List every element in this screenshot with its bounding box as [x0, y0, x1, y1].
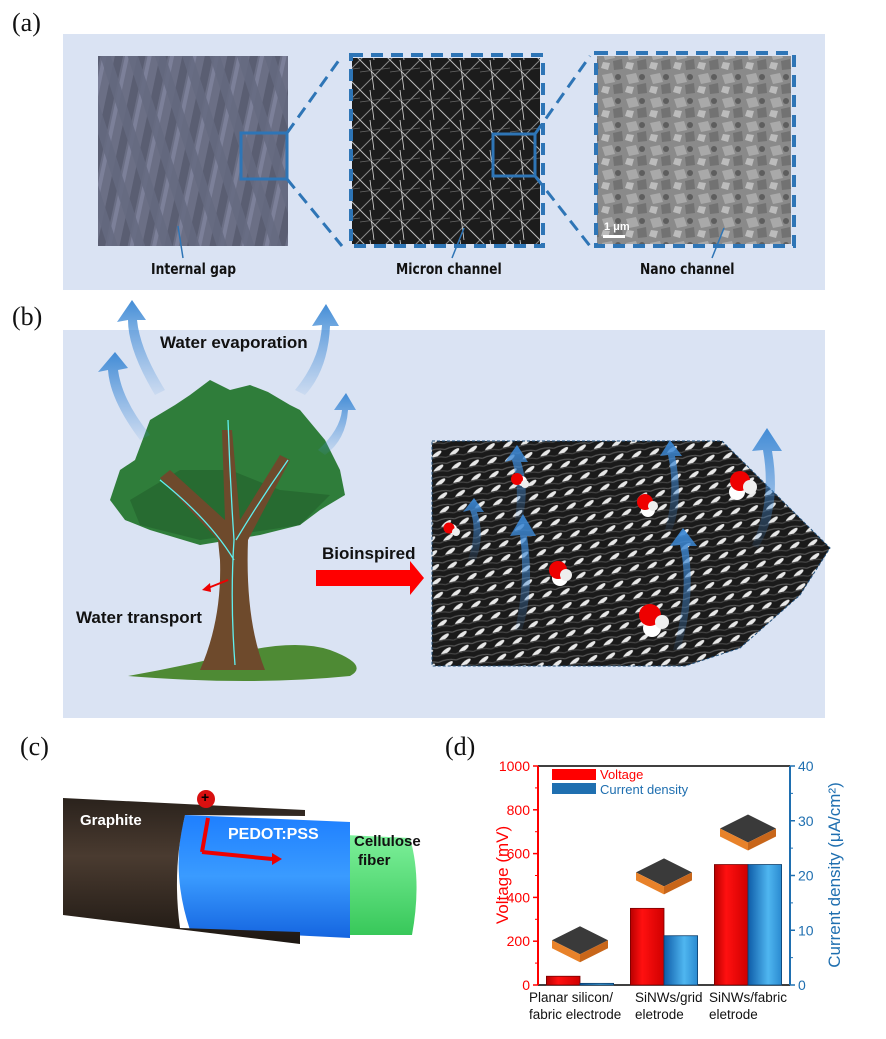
y-tick-label-left: 600 — [507, 846, 531, 862]
y-tick-label-left: 200 — [507, 933, 531, 949]
bar-voltage — [546, 975, 581, 986]
water-molecules — [443, 471, 757, 637]
micron-channel-image — [352, 58, 540, 244]
graphite-label: Graphite — [80, 812, 142, 829]
legend-swatch-voltage — [552, 769, 596, 780]
y-tick-label-right: 20 — [798, 868, 814, 884]
device-inset-side — [552, 940, 580, 963]
y-tick-label-left: 800 — [507, 802, 531, 818]
bioinspired-label: Bioinspired — [322, 544, 416, 563]
y-tick-label-right: 30 — [798, 813, 814, 829]
panel-a-illustration — [98, 51, 796, 259]
positive-charge-icon — [197, 790, 215, 808]
graphite-layer — [63, 798, 305, 944]
legend-swatch-current-density — [552, 783, 596, 794]
x-tick-label: eletrode — [635, 1007, 684, 1022]
y-axis-label-left: Voltage (mV) — [493, 826, 512, 924]
evaporation-arrow — [295, 304, 339, 395]
panel-a-label: (a) — [12, 8, 41, 37]
evaporation-arrow — [117, 300, 165, 395]
bar-voltage — [630, 907, 665, 986]
xylem-lines — [159, 419, 289, 666]
panel-d-label: (d) — [445, 732, 476, 761]
cellulose-fiber — [345, 835, 417, 935]
y-tick-label-left: 0 — [522, 977, 530, 993]
scale-bar — [603, 235, 625, 238]
x-tick-label: eletrode — [709, 1007, 758, 1022]
caption-micron-channel: Micron channel — [396, 260, 502, 278]
y-tick-label-right: 10 — [798, 922, 814, 938]
cellulose-label: Cellulose — [354, 833, 421, 850]
legend-label-current-density: Current density — [600, 782, 689, 797]
pedot-pss-label: PEDOT:PSS — [228, 826, 319, 843]
panel-b-label: (b) — [12, 302, 43, 331]
y-axis-label-right: Current density (μA/cm²) — [825, 782, 844, 968]
water-transport-label: Water transport — [76, 608, 202, 627]
device-inset-side — [580, 940, 608, 963]
device-inset-side — [720, 828, 748, 851]
bar-current-density — [663, 935, 698, 986]
y-tick-label-left: 400 — [507, 889, 531, 905]
water-evaporation-label: Water evaporation — [160, 333, 308, 352]
x-tick-label: SiNWs/grid — [635, 990, 703, 1005]
evaporation-arrow — [318, 393, 356, 455]
bar-current-density — [747, 864, 782, 986]
y-tick-label-left: 1000 — [499, 758, 530, 774]
evaporation-arrow — [98, 352, 150, 440]
y-tick-label-right: 0 — [798, 977, 806, 993]
bar-voltage — [714, 864, 749, 986]
legend-label-voltage: Voltage — [600, 767, 643, 782]
caption-nano-channel: Nano channel — [640, 260, 735, 278]
fabric-mesh-image — [431, 440, 831, 667]
nano-channel-image — [597, 56, 791, 244]
charge-symbol: + — [201, 789, 210, 805]
y-tick-label-right: 40 — [798, 758, 814, 774]
x-tick-label: Planar silicon/ — [529, 990, 613, 1005]
x-tick-label: SiNWs/fabric — [709, 990, 787, 1005]
device-inset-side — [636, 872, 664, 895]
tree-trunk — [160, 430, 290, 670]
zoom-box-2 — [491, 132, 537, 178]
fiber-label: fiber — [358, 852, 391, 869]
device-inset-side — [748, 828, 776, 851]
x-tick-label: fabric electrode — [529, 1007, 621, 1022]
panel-c-illustration — [63, 790, 417, 944]
scale-bar-label: 1 μm — [604, 221, 630, 233]
panel-b-illustration — [98, 300, 831, 681]
caption-internal-gap: Internal gap — [151, 260, 237, 278]
zoom-box-1 — [239, 131, 289, 181]
device-inset-side — [664, 872, 692, 895]
bar-current-density — [579, 982, 614, 986]
pedot-layer — [178, 815, 350, 938]
bioinspired-arrow — [316, 561, 424, 595]
panel-c-label: (c) — [20, 732, 49, 761]
